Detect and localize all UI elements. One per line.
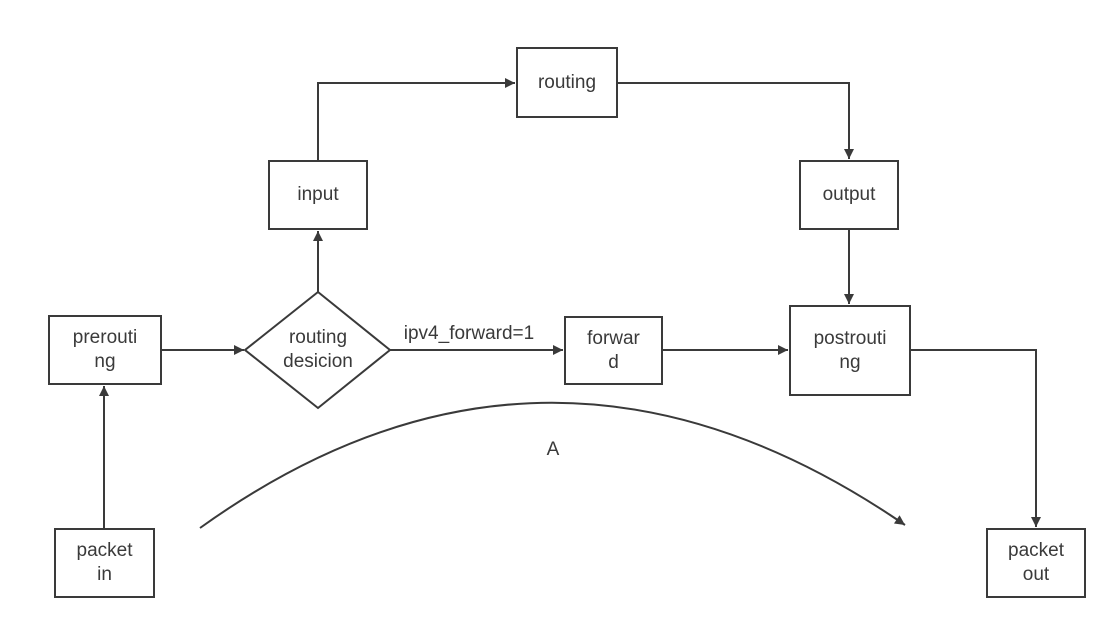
node-packet-out-label: packet out	[1008, 540, 1064, 585]
node-packet-in: packet in	[54, 528, 155, 598]
node-output-label: output	[822, 184, 876, 205]
node-packet-out: packet out	[986, 528, 1086, 598]
node-forward: forwar d	[564, 316, 663, 385]
node-prerouting-label: prerouti ng	[72, 327, 138, 372]
node-output: output	[799, 160, 899, 230]
node-packet-in-label: packet in	[76, 540, 133, 585]
node-routing-decision-label: routing desicion	[283, 327, 353, 372]
edge-postrouting-to-packet-out	[911, 349, 1041, 527]
node-postrouting-label: postrouti ng	[813, 327, 887, 373]
node-forward-label: forwar d	[587, 327, 640, 373]
node-input-label: input	[297, 184, 339, 205]
edge-label-ipv4-forward: ipv4_forward=1	[403, 323, 535, 344]
edge-arc-a	[199, 401, 906, 529]
node-routing: routing	[516, 47, 618, 118]
node-input: input	[268, 160, 368, 230]
node-postrouting: postrouti ng	[789, 305, 911, 396]
node-routing-label: routing	[537, 71, 597, 93]
node-routing-decision-shape	[243, 290, 392, 410]
edge-label-arc-a: A	[546, 439, 560, 460]
edge-routing-to-output	[618, 82, 854, 159]
node-prerouting: prerouti ng	[48, 315, 162, 385]
edge-input-to-routing	[317, 78, 515, 160]
